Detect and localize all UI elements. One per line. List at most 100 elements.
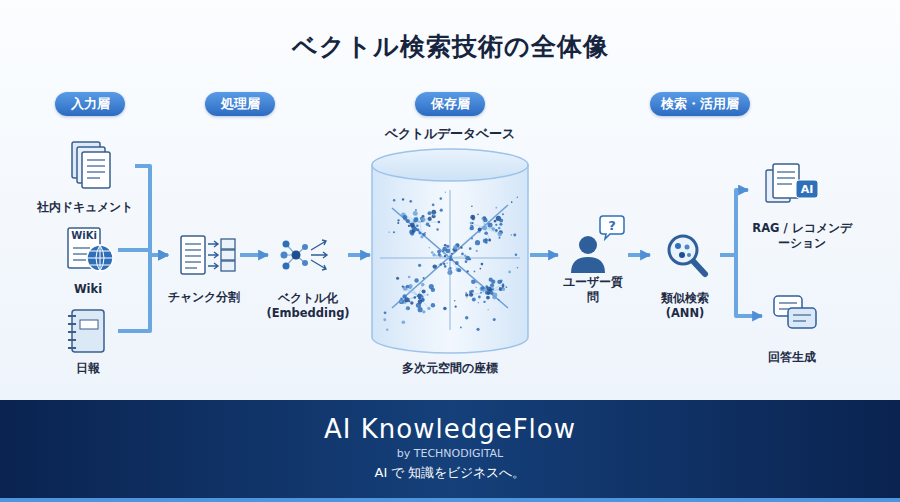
vector-point [471,290,474,293]
vector-point [445,191,446,192]
vector-point [495,207,497,209]
question-bubble [600,216,624,239]
chat-icon [774,296,816,328]
database-cylinder [372,149,528,353]
vector-point [478,296,481,299]
node-label: 処理層 [221,95,260,113]
vector-point [478,228,482,232]
vector-point [444,244,447,247]
vector-point [487,292,490,295]
vector-point [408,276,411,279]
flow-arrow [530,253,558,257]
vector-point [443,263,445,265]
vector-point [483,301,485,303]
vector-point [465,260,468,263]
vector-point [464,254,467,257]
vector-point [489,278,493,282]
network-point [292,251,301,260]
vector-point [407,298,409,300]
flow-arrow [118,255,168,331]
vector-point [440,263,442,265]
globe [87,245,113,271]
chat-bubble [788,308,816,328]
vector-point [494,220,497,223]
vector-point [413,217,418,222]
vector-point [427,294,429,296]
node-label: 社内ドキュメント [37,200,133,216]
node-label: 日報 [76,361,100,377]
vector-point [406,306,410,310]
vector-point [475,287,476,288]
vector-point [418,232,421,235]
vector-point [446,262,447,263]
vector-point [443,307,447,311]
network-point [283,241,290,248]
vector-point [427,307,430,310]
vector-point [498,227,500,229]
vector-point [437,250,441,254]
vector-point [498,299,500,301]
vector-point [505,286,507,288]
vector-point [479,287,484,292]
vector-point [501,287,505,291]
vector-point [490,291,494,295]
vector-point [406,285,410,289]
vector-point [422,289,426,293]
vector-point [429,284,434,289]
document-sheet [82,152,110,188]
coordinate-axes [380,190,520,330]
source-node: 日報 [58,305,118,377]
vector-point [474,271,476,273]
process-node: チャンク分割 [168,222,240,306]
document-stack-icon [72,142,110,188]
vector-point [433,213,436,216]
embedding-icon [281,240,328,270]
vector-point [515,253,518,256]
vector-point [428,217,432,221]
vector-point [461,253,464,256]
vector-point [469,247,472,250]
layer-pill: 検索・活用層 [650,92,750,116]
layer-pill: 保存層 [415,92,485,116]
flow-arrow [628,253,650,257]
vector-point [418,264,421,267]
vector-point [479,268,481,270]
document-lines [185,244,201,268]
vector-point [386,328,388,330]
vector-point [444,265,447,268]
vector-point [460,246,462,248]
cylinder-body [372,165,528,353]
lens-point [687,253,691,257]
split-arrows [208,241,218,269]
vector-point [498,237,500,239]
vector-point [446,249,451,254]
vector-point [469,258,471,260]
vector-point [417,296,419,298]
vector-point [440,209,443,212]
vector-point [477,213,479,215]
flow-arrow [720,190,748,255]
flow-arrow [348,253,370,257]
vector-point [432,214,436,218]
vector-point [400,297,402,299]
node-label: Wiki [74,282,102,298]
vector-point [499,223,502,226]
node-label: ベクトル化 (Embedding) [266,291,349,322]
vector-point [472,222,474,224]
query-node: ユーザー質問 [558,222,628,306]
vector-point [454,300,456,302]
vector-point [499,287,500,288]
vector-point [476,250,478,252]
vector-point [495,229,497,231]
vector-point [399,299,403,303]
vector-point [481,263,484,266]
vector-point [511,234,512,235]
vector-link [476,282,488,292]
vector-point [470,215,475,220]
vector-cloud [383,191,518,331]
wiki-icon [68,228,113,271]
vector-link [420,222,422,237]
vector-point [413,227,417,231]
vector-point [457,268,461,272]
